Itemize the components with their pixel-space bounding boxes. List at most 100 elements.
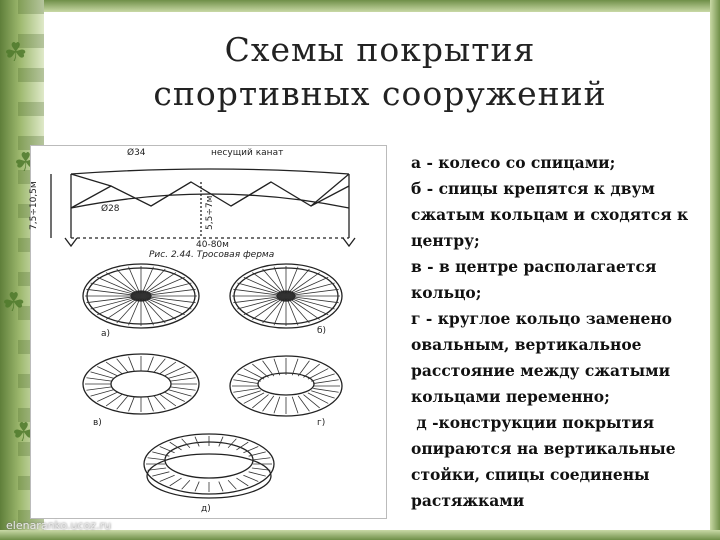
spoke-line	[181, 438, 191, 449]
spoke-line	[140, 268, 166, 297]
spoke-line	[105, 272, 142, 297]
label-d28: Ø28	[101, 204, 120, 214]
spoke-line	[303, 394, 320, 409]
spoke-line	[140, 295, 192, 310]
panel-label-b: б)	[317, 326, 327, 336]
spoke-line	[97, 366, 118, 377]
title-line-1: Схемы покрытия	[224, 30, 536, 69]
spoke-line	[252, 295, 287, 320]
spoke-line	[140, 266, 154, 297]
spoke-line	[140, 295, 196, 304]
spoke-line	[273, 396, 281, 414]
description-line: д -конструкции покрытия	[411, 413, 655, 432]
clover-icon: ☘	[2, 288, 26, 318]
description-line: а - колесо со спицами;	[411, 153, 616, 172]
spoke-line	[128, 295, 142, 326]
frame-top-border	[0, 0, 720, 12]
description-line: кольцо;	[411, 283, 482, 302]
description-line: растяжками	[411, 491, 525, 510]
spoke-line	[218, 481, 224, 492]
spoke-line	[140, 288, 196, 297]
spoke-line	[86, 288, 142, 297]
spoke-line	[285, 288, 339, 297]
spoke-line	[97, 276, 142, 297]
spoke-line	[153, 395, 166, 410]
spoke-line	[291, 358, 299, 376]
description-text: а - колесо со спицами; б - спицы крепятс…	[411, 150, 713, 514]
spoke-line	[140, 295, 177, 320]
spoke-line	[164, 391, 185, 402]
spoke-line	[252, 272, 287, 297]
description-line: опираются на вертикальные	[411, 439, 676, 458]
spoke-line	[243, 474, 259, 482]
spoke-line	[140, 276, 185, 297]
description-line: сжатым кольцам и сходятся к	[411, 205, 689, 224]
frame-bottom-border	[0, 530, 720, 540]
spoke-line	[227, 438, 237, 449]
spoke-line	[285, 268, 310, 297]
spoke-line	[181, 479, 191, 490]
spoke-line	[159, 446, 175, 454]
spoke-line	[227, 479, 237, 490]
spoke-line	[128, 266, 142, 297]
spoke-line	[97, 295, 142, 316]
spoke-line	[194, 481, 200, 492]
spoke-line	[90, 371, 115, 379]
spoke-line	[313, 379, 339, 384]
description-line: стойки, спицы соединены	[411, 465, 650, 484]
spoke-line	[262, 268, 287, 297]
spoke-line	[251, 467, 271, 471]
spoke-line	[147, 457, 167, 461]
spoke-line	[116, 295, 142, 324]
spoke-line	[237, 282, 287, 297]
spoke-line	[285, 295, 320, 320]
spoke-line	[307, 368, 329, 380]
spoke-line	[147, 467, 167, 471]
spoke-line	[251, 457, 271, 461]
cable-truss-drawing	[50, 168, 356, 248]
spoke-line	[170, 377, 196, 382]
spoke-line	[285, 295, 329, 316]
spoke-line	[128, 396, 135, 412]
spoke-line	[285, 272, 320, 297]
spoke-line	[243, 446, 259, 454]
spoke-line	[140, 282, 192, 297]
description-line: б - спицы крепятся к двум	[411, 179, 655, 198]
spoke-line	[285, 295, 339, 304]
spoke-line	[116, 268, 142, 297]
description-line: г - круглое кольцо заменено	[411, 309, 673, 328]
page-title: Схемы покрытия спортивных сооружений	[120, 28, 640, 116]
spoke-line	[147, 396, 154, 412]
spoke-line	[297, 395, 310, 412]
spoke-line	[285, 295, 299, 326]
spoke-line	[105, 361, 123, 375]
spoke-line	[248, 471, 266, 477]
figure-caption: Рис. 2.44. Тросовая ферма	[149, 250, 275, 260]
spoke-line	[285, 295, 310, 324]
spoke-line	[291, 396, 299, 414]
spoke-line	[248, 451, 266, 457]
spoke-line	[152, 451, 170, 457]
label-span: 40-80м	[196, 240, 229, 250]
spoke-line	[194, 436, 200, 447]
clover-icon: ☘	[12, 418, 36, 448]
spoke-line	[303, 363, 320, 378]
structure-drawing	[50, 168, 356, 499]
spoke-line	[105, 393, 123, 407]
spoke-line	[86, 377, 112, 382]
description-line: центру;	[411, 231, 480, 250]
spoke-line	[262, 295, 287, 324]
description-line: в - в центре располагается	[411, 257, 657, 276]
spoke-line	[140, 295, 185, 316]
spoke-line	[159, 393, 177, 407]
spoke-line	[243, 276, 287, 297]
spoke-line	[169, 477, 182, 487]
spoke-line	[307, 392, 329, 404]
panel-label-a: а)	[101, 329, 111, 339]
spoke-line	[86, 386, 112, 391]
spoke-line	[90, 295, 142, 310]
spoke-line	[262, 395, 275, 412]
label-cable: несущий канат	[211, 148, 284, 158]
spoke-line	[252, 363, 269, 378]
panel-label-c: в)	[93, 418, 102, 428]
